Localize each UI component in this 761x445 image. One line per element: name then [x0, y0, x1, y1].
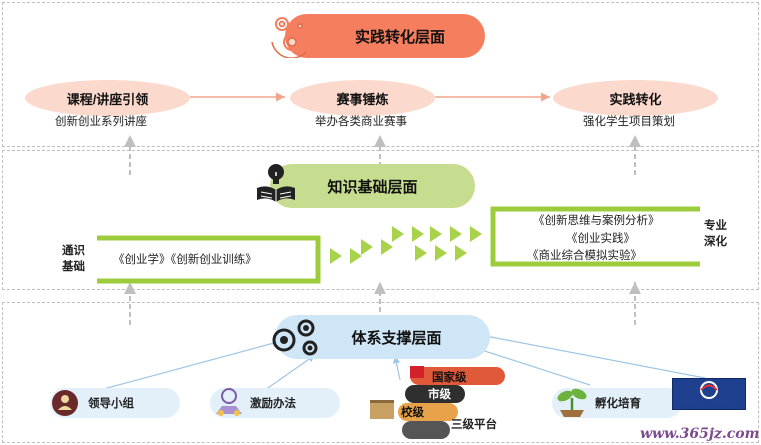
specialized-deepening-label: 专业深化 — [704, 220, 727, 248]
knowledge-layer-title: 知识基础层面 — [270, 164, 475, 208]
specialized-course-3: 《商业综合模拟实验》 — [527, 250, 642, 262]
support-item-leader-label: 领导小组 — [88, 398, 134, 410]
practice-node-course: 课程/讲座引领 — [25, 80, 190, 116]
sprout-icon — [555, 378, 589, 418]
platform-level-national: 国家级 — [432, 372, 467, 384]
support-item-incubation-label: 孵化培育 — [595, 398, 641, 410]
watermark: www.365jz.com — [640, 426, 760, 442]
gears-icon — [271, 17, 307, 58]
practice-node-transform: 实践转化 — [553, 80, 718, 116]
practice-node-transform-caption: 强化学生项目策划 — [583, 116, 675, 128]
practice-node-competition: 赛事锤炼 — [290, 80, 435, 116]
book-lightbulb-icon — [257, 164, 295, 202]
specialized-course-1: 《创新思维与案例分析》 — [533, 215, 660, 227]
platform-level-city: 市级 — [428, 389, 451, 401]
support-item-incentive-label: 激励办法 — [250, 398, 296, 410]
practice-layer-title: 实践转化层面 — [285, 14, 485, 58]
general-courses: 《创业学》《创新创业训练》 — [113, 254, 257, 266]
platform-level-school: 校级 — [401, 407, 424, 419]
practice-node-competition-caption: 举办各类商业赛事 — [315, 116, 407, 128]
competition-logo — [672, 378, 746, 410]
progression-arrows — [330, 226, 482, 264]
incentive-icon — [212, 386, 246, 418]
practice-node-course-caption: 创新创业系列讲座 — [55, 116, 147, 128]
competition-logo-text: 中国国际大学生创新大赛 — [674, 404, 741, 410]
gears-support-icon — [272, 319, 318, 356]
leader-group-icon — [52, 390, 78, 416]
platform-icon — [370, 362, 505, 442]
specialized-course-2: 《创业实践》 — [566, 233, 635, 245]
support-item-platform-label: 三级平台 — [451, 419, 497, 431]
general-foundation-label: 通识基础 — [62, 245, 85, 273]
